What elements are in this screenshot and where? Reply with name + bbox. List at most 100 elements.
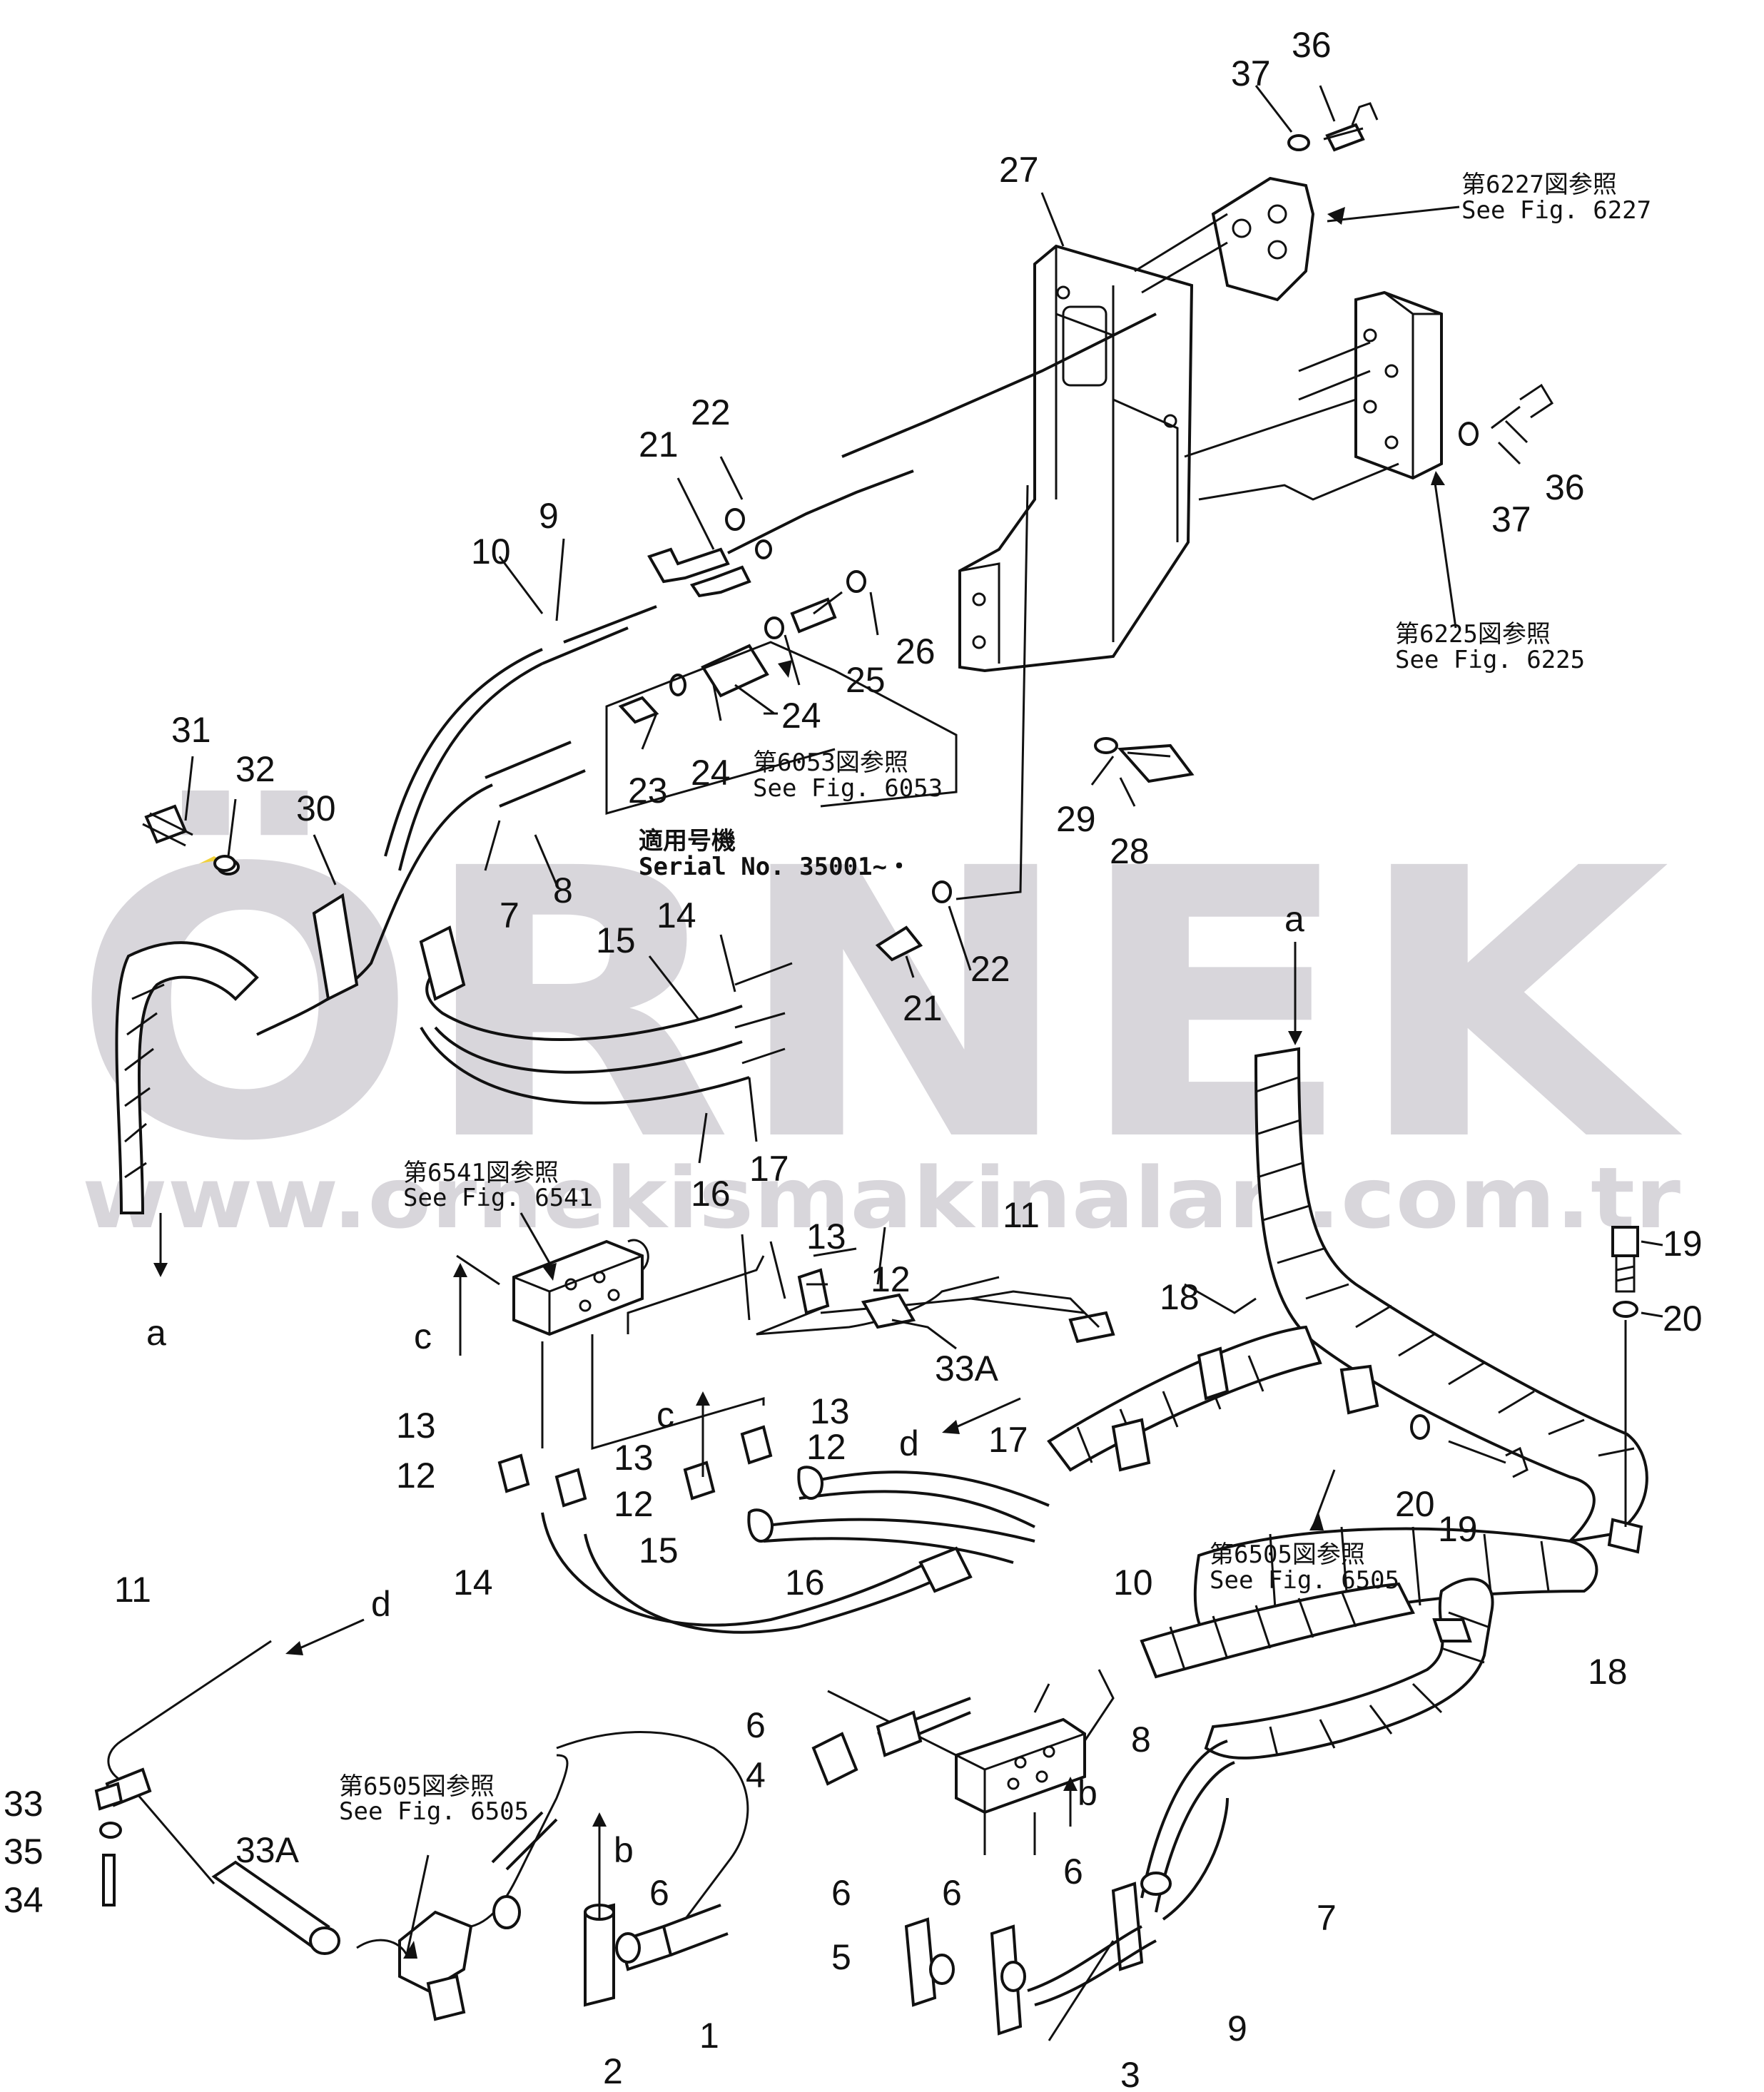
part-number-label: 34 — [4, 1880, 44, 1920]
arrows — [153, 207, 1445, 1959]
part-number-label: 37 — [1231, 54, 1271, 93]
part-number-label: 1 — [699, 2016, 719, 2056]
part-number-label: 16 — [785, 1563, 825, 1603]
part-number-label: 15 — [639, 1530, 679, 1570]
part-number-label: 11 — [114, 1570, 151, 1610]
hoses-middle — [541, 1276, 1115, 1634]
ref-6505a-en: See Fig. 6505 — [1210, 1566, 1399, 1595]
figure-references: 第6227図参照 See Fig. 6227 第6225図参照 See Fig.… — [339, 171, 1651, 1826]
part-number-label: 10 — [471, 532, 511, 572]
part-number-label: 10 — [1113, 1563, 1153, 1603]
part-number-label: 19 — [1438, 1509, 1478, 1549]
part-number-label: 4 — [746, 1755, 766, 1795]
part-number-label: 23 — [628, 771, 668, 811]
part-number-label: 14 — [453, 1563, 493, 1603]
part-number-label: 13 — [396, 1406, 436, 1446]
part-number-label: 16 — [691, 1174, 731, 1214]
part-number-label: 12 — [871, 1259, 911, 1299]
part-number-label: 9 — [1227, 2009, 1247, 2048]
bolts-misc — [142, 484, 1171, 900]
part-number-label: 22 — [970, 949, 1010, 989]
part-number-label: 7 — [500, 895, 519, 935]
part-number-label: 17 — [749, 1149, 789, 1189]
part-number-label: 19 — [1663, 1224, 1703, 1264]
part-number-label: 32 — [235, 749, 275, 789]
part-number-label: 37 — [1491, 499, 1531, 539]
bolts-19-20 — [1410, 1226, 1639, 1527]
part-number-label: 35 — [4, 1832, 44, 1872]
part-number-label: 20 — [1395, 1484, 1435, 1524]
watermark: ÖRNEK www.ornekismakinalari.com.tr — [71, 787, 1686, 1248]
ref-6227-en: See Fig. 6227 — [1461, 196, 1651, 225]
part-number-label: 14 — [657, 895, 696, 935]
hoses-upper — [115, 313, 1157, 1214]
part-number-label: 22 — [691, 392, 731, 432]
part-number-label: 36 — [1545, 467, 1585, 507]
part-number-label: 28 — [1110, 831, 1150, 871]
watermark-brand: ÖRNEK — [71, 787, 1686, 1223]
part-number-label: 11 — [1003, 1195, 1040, 1235]
part-number-label: 29 — [1056, 799, 1096, 839]
block-6541 — [456, 1234, 830, 1508]
part-number-label: 24 — [691, 753, 731, 793]
part-number-label: c — [657, 1395, 674, 1435]
part-number-label: 27 — [999, 150, 1039, 190]
part-number-label: 6 — [942, 1873, 962, 1913]
serial-jp: 適用号機 — [639, 827, 736, 855]
ref-6053-jp: 第6053図参照 — [753, 748, 908, 777]
ref-6053-en: See Fig. 6053 — [753, 774, 943, 803]
part-number-label: 13 — [614, 1438, 654, 1478]
part-number-label: 8 — [553, 870, 573, 910]
part-number-label: 7 — [1317, 1898, 1337, 1938]
part-number-label: 21 — [639, 425, 679, 464]
spiral-hose-right — [1047, 1047, 1648, 1760]
ref-6227-jp: 第6227図参照 — [1461, 171, 1617, 199]
part-number-label: 25 — [846, 660, 886, 700]
number-leaders — [184, 85, 1663, 1350]
part-number-label: 6 — [746, 1705, 766, 1745]
ref-6541-en: See Fig. 6541 — [403, 1184, 593, 1212]
part-number-label: a — [146, 1313, 166, 1353]
part-number-label: 6 — [831, 1873, 851, 1913]
part-number-label: 18 — [1160, 1277, 1200, 1317]
part-number-label: 12 — [806, 1427, 846, 1467]
part-number-label: 3 — [1120, 2055, 1140, 2092]
valve-6225 — [1184, 290, 1443, 501]
part-number-label: c — [414, 1316, 432, 1356]
ref-6541-jp: 第6541図参照 — [403, 1159, 559, 1187]
part-number-label: a — [1284, 899, 1304, 939]
bolts-36-37 — [1287, 102, 1554, 446]
part-number-label: 6 — [1063, 1852, 1083, 1892]
valve-6227 — [1134, 176, 1315, 302]
part-number-label: d — [371, 1584, 391, 1624]
bracket-27 — [958, 244, 1194, 673]
part-number-label: 15 — [596, 920, 636, 960]
part-number-label: 36 — [1292, 25, 1332, 65]
part-number-label: 9 — [539, 496, 559, 536]
part-number-label: 18 — [1588, 1652, 1628, 1692]
part-labels: 36 37 27 36 37 22 21 9 10 25 26 24 24 23… — [4, 25, 1703, 2092]
watermark-url: www.ornekismakinalari.com.tr — [82, 1149, 1681, 1247]
part-number-label: 33A — [935, 1349, 999, 1388]
part-number-label: 26 — [896, 631, 936, 671]
ref-6225-en: See Fig. 6225 — [1395, 646, 1585, 674]
watermark-accent — [150, 856, 271, 888]
ref-6505b-jp: 第6505図参照 — [339, 1772, 495, 1801]
serial-en: Serial No. 35001~・ — [639, 853, 911, 881]
part-number-label: 13 — [806, 1217, 846, 1256]
ref-6505b-en: See Fig. 6505 — [339, 1797, 529, 1826]
assembly-lower-right — [811, 1669, 1235, 2041]
assembly-lower-left — [94, 1731, 749, 2021]
part-number-label: 21 — [903, 988, 943, 1028]
part-number-label: 30 — [296, 788, 336, 828]
part-number-label: 24 — [781, 696, 821, 736]
part-number-label: 5 — [831, 1937, 851, 1977]
part-number-label: 12 — [396, 1456, 436, 1496]
part-number-label: b — [1078, 1773, 1098, 1813]
part-number-label: 33A — [235, 1830, 300, 1870]
ref-6505a-jp: 第6505図参照 — [1210, 1540, 1365, 1569]
part-number-label: 8 — [1131, 1720, 1151, 1760]
part-number-label: 33 — [4, 1784, 44, 1824]
part-number-label: 31 — [171, 710, 211, 750]
